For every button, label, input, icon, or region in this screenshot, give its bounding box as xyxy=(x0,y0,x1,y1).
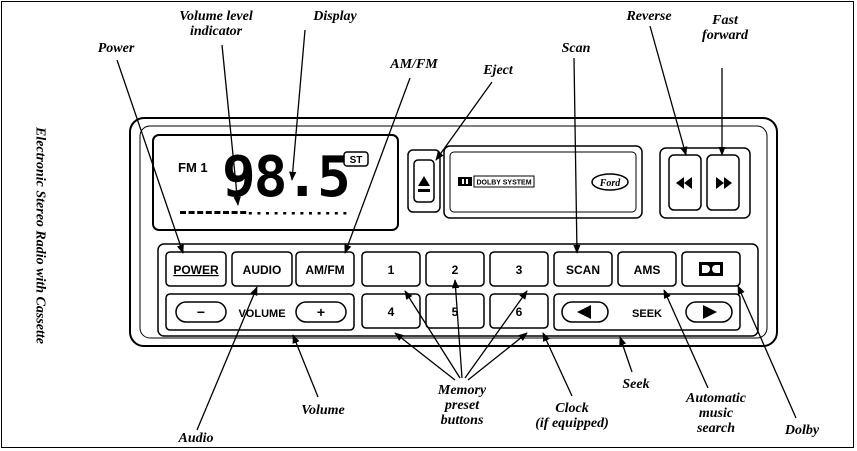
cassette-door xyxy=(449,151,637,213)
seek-control-housing xyxy=(553,293,741,331)
display-window xyxy=(152,134,399,231)
volume-segment xyxy=(223,211,229,214)
callout-fast-forward: Fast forward xyxy=(702,13,748,43)
callout-reverse: Reverse xyxy=(626,9,672,24)
display-frequency: 98.5 xyxy=(222,145,349,210)
dolby-system-label-box xyxy=(473,175,535,188)
callout-clock: Clock (if equipped) xyxy=(535,401,609,431)
preset-button-3[interactable] xyxy=(489,251,549,287)
volume-segment xyxy=(240,211,247,214)
preset-label-5: 5 xyxy=(452,305,459,319)
radio-faceplate xyxy=(129,117,778,347)
audio-button-label: AUDIO xyxy=(243,263,282,277)
preset-button-6[interactable] xyxy=(489,293,549,329)
audio-button[interactable] xyxy=(231,251,293,287)
volume-segment xyxy=(197,211,204,214)
volume-segment xyxy=(231,211,238,214)
volume-segment xyxy=(334,212,338,215)
preset-button-1[interactable] xyxy=(361,251,421,287)
volume-control-housing xyxy=(165,293,355,331)
preset-button-4[interactable] xyxy=(361,293,421,329)
volume-segment xyxy=(188,211,195,214)
dolby-icon xyxy=(699,262,723,276)
volume-segment xyxy=(274,212,278,215)
volume-up-label: + xyxy=(317,304,325,320)
ams-button-label: AMS xyxy=(634,263,661,277)
volume-label: VOLUME xyxy=(238,308,285,320)
callout-display: Display xyxy=(313,9,357,24)
volume-down-label: − xyxy=(197,304,205,320)
button-panel xyxy=(157,243,759,337)
power-button[interactable] xyxy=(165,251,227,287)
callout-eject: Eject xyxy=(483,63,513,78)
volume-segment xyxy=(326,212,330,215)
volume-segment xyxy=(309,212,312,215)
ford-logo xyxy=(591,173,629,191)
seek-up-icon xyxy=(703,305,717,319)
volume-segment xyxy=(257,212,261,215)
volume-segment xyxy=(180,211,186,214)
volume-segment xyxy=(291,212,295,215)
eject-button-housing xyxy=(407,149,441,213)
volume-segment xyxy=(317,212,321,215)
volume-segment xyxy=(214,211,221,214)
seek-down-icon xyxy=(577,305,591,319)
reverse-icon xyxy=(676,177,692,189)
tape-transport-housing xyxy=(659,147,751,219)
display-stereo-box xyxy=(343,151,369,167)
preset-button-5[interactable] xyxy=(425,293,485,329)
ams-button[interactable] xyxy=(617,251,677,287)
leader-lines xyxy=(116,25,797,431)
power-button-label: POWER xyxy=(173,263,219,277)
display-band: FM 1 xyxy=(178,160,208,175)
amfm-button-label: AM/FM xyxy=(305,263,344,277)
volume-segment xyxy=(300,212,304,215)
preset-label-3: 3 xyxy=(516,263,523,277)
radio-inner-bezel xyxy=(139,125,768,339)
eject-icon xyxy=(418,176,430,192)
callout-dolby: Dolby xyxy=(784,423,820,438)
seek-up-button[interactable] xyxy=(685,301,733,323)
seek-down-button[interactable] xyxy=(561,301,609,323)
callout-amfm: AM/FM xyxy=(390,57,438,72)
display-stereo: ST xyxy=(350,155,363,166)
callout-volume: Volume xyxy=(301,403,345,418)
volume-segment xyxy=(205,211,212,214)
volume-level-indicator xyxy=(180,211,347,215)
preset-label-1: 1 xyxy=(388,263,395,277)
callout-audio: Audio xyxy=(178,431,214,446)
preset-label-2: 2 xyxy=(452,263,459,277)
volume-segment xyxy=(248,212,252,215)
ford-logo-text: Ford xyxy=(599,178,622,189)
volume-up-button[interactable] xyxy=(295,301,347,323)
volume-segment xyxy=(343,212,347,215)
callout-scan: Scan xyxy=(561,41,591,56)
volume-down-button[interactable] xyxy=(175,301,227,323)
volume-segment xyxy=(283,212,287,215)
callout-volume-level-indicator: Volume level indicator xyxy=(179,9,253,39)
callout-ams: Automatic music search xyxy=(686,391,746,436)
scan-button-label: SCAN xyxy=(566,263,600,277)
seek-label: SEEK xyxy=(632,308,662,320)
callout-power: Power xyxy=(97,41,135,56)
volume-segment xyxy=(266,212,269,215)
cassette-door-frame xyxy=(443,145,643,219)
fast-forward-icon xyxy=(716,177,732,189)
dolby-logo-small xyxy=(458,177,472,186)
preset-label-4: 4 xyxy=(388,305,395,319)
amfm-button[interactable] xyxy=(295,251,355,287)
callout-seek: Seek xyxy=(622,377,650,392)
eject-button[interactable] xyxy=(413,159,435,203)
scan-button[interactable] xyxy=(553,251,613,287)
callout-memory-preset: Memory preset buttons xyxy=(437,383,487,428)
preset-label-6: 6 xyxy=(516,305,523,319)
dolby-button[interactable] xyxy=(681,251,741,287)
dolby-system-label: DOLBY SYSTEM xyxy=(476,180,531,187)
